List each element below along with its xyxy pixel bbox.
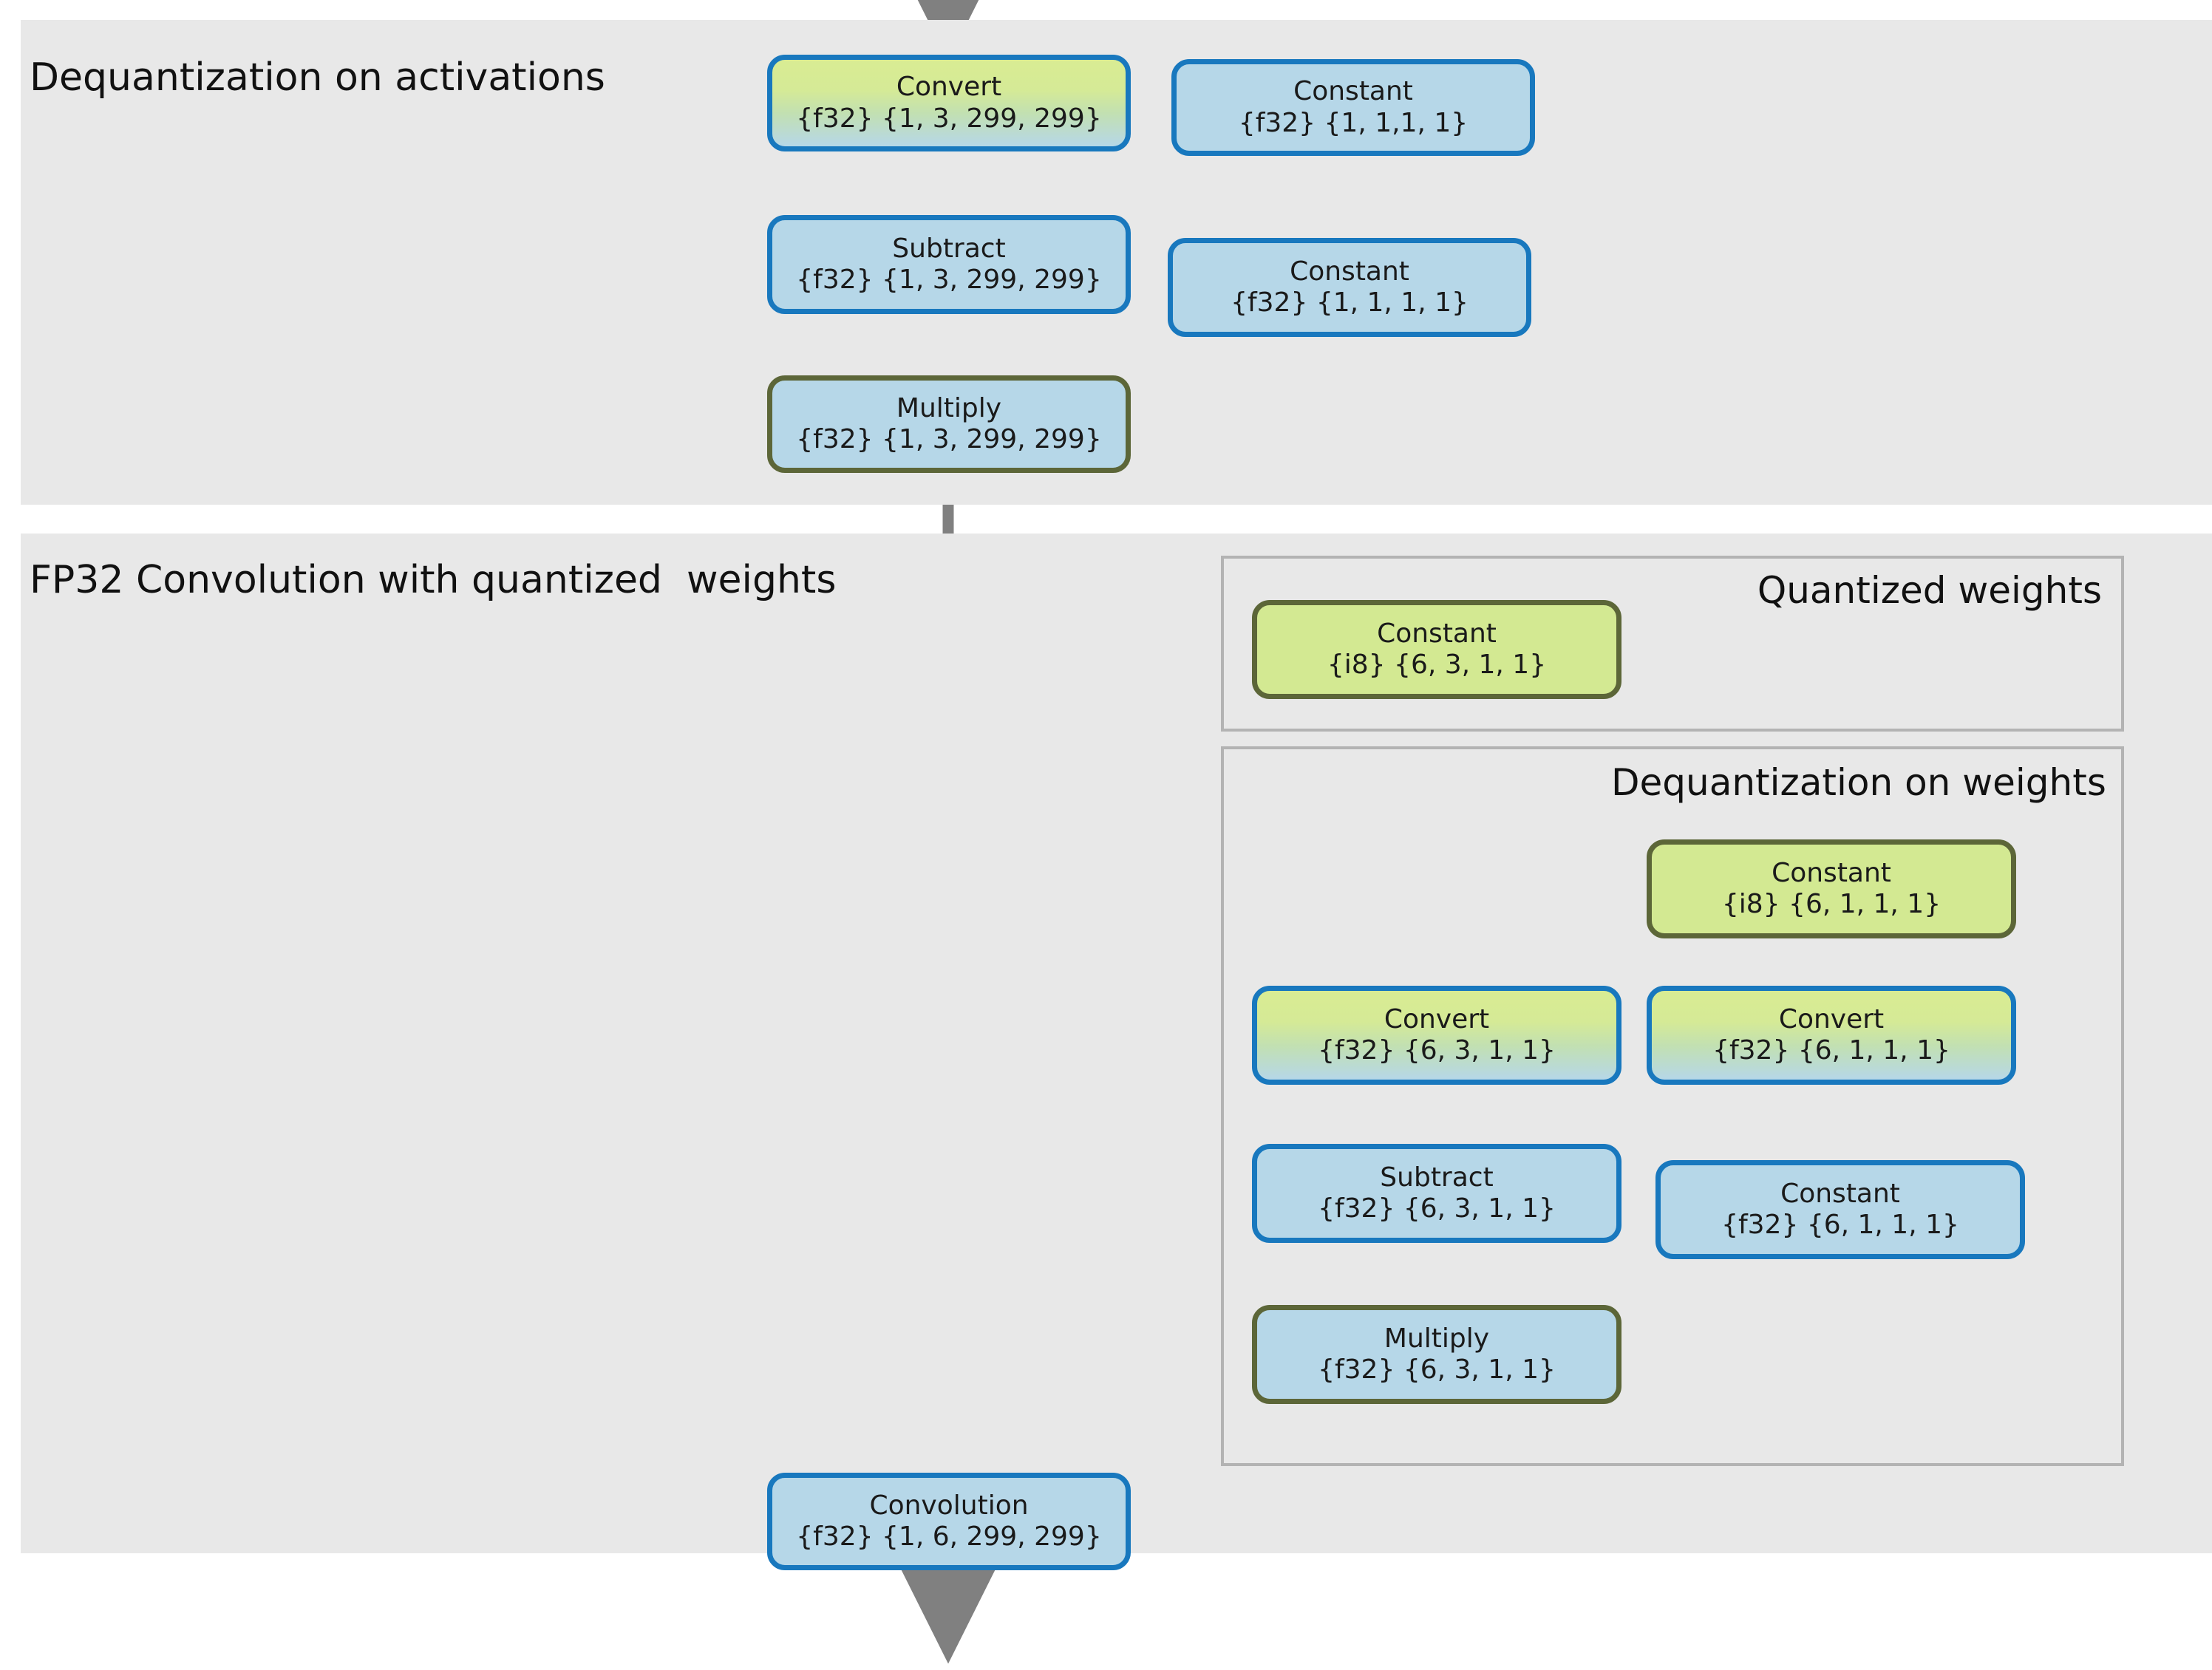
node-label: Subtract [892,233,1006,264]
node-label: Constant [1780,1178,1900,1209]
node-shape: {f32} {6, 3, 1, 1} [1318,1354,1556,1385]
node-subtract-activations[interactable]: Subtract {f32} {1, 3, 299, 299} [767,215,1131,314]
node-shape: {f32} {1, 3, 299, 299} [796,265,1102,295]
node-label: Constant [1377,618,1497,649]
node-label: Multiply [896,392,1002,423]
node-shape: {f32} {6, 1, 1, 1} [1721,1210,1959,1240]
node-label: Constant [1290,256,1409,287]
node-shape: {i8} {6, 3, 1, 1} [1327,650,1547,680]
node-convert-weights-left[interactable]: Convert {f32} {6, 3, 1, 1} [1252,986,1621,1085]
node-convert-activations[interactable]: Convert {f32} {1, 3, 299, 299} [767,55,1131,151]
node-convolution[interactable]: Convolution {f32} {1, 6, 299, 299} [767,1473,1131,1570]
node-label: Convert [1778,1003,1885,1035]
node-constant-activations-1[interactable]: Constant {f32} {1, 1,1, 1} [1171,59,1535,156]
node-shape: {f32} {1, 1,1, 1} [1238,107,1469,138]
node-shape: {f32} {1, 6, 299, 299} [796,1521,1102,1552]
subpanel-title-quantized-weights: Quantized weights [1757,569,2102,612]
node-label: Convert [1384,1003,1490,1035]
node-constant-i8-weights[interactable]: Constant {i8} {6, 1, 1, 1} [1647,839,2016,938]
node-label: Convert [896,72,1002,103]
node-shape: {f32} {1, 1, 1, 1} [1231,287,1469,318]
node-shape: {i8} {6, 1, 1, 1} [1721,889,1942,919]
node-convert-weights-right[interactable]: Convert {f32} {6, 1, 1, 1} [1647,986,2016,1085]
node-shape: {f32} {1, 3, 299, 299} [796,424,1102,454]
group-title-convolution: FP32 Convolution with quantized weights [30,558,837,602]
group-title-activations: Dequantization on activations [30,55,605,100]
node-shape: {f32} {6, 3, 1, 1} [1318,1193,1556,1224]
node-label: Subtract [1380,1162,1494,1193]
node-label: Constant [1293,76,1413,107]
node-label: Multiply [1384,1323,1490,1354]
node-constant-f32-weights[interactable]: Constant {f32} {6, 1, 1, 1} [1655,1160,2025,1259]
node-shape: {f32} {1, 3, 299, 299} [796,103,1102,134]
node-label: Constant [1772,857,1891,888]
node-shape: {f32} {6, 1, 1, 1} [1712,1035,1950,1066]
node-subtract-weights[interactable]: Subtract {f32} {6, 3, 1, 1} [1252,1144,1621,1243]
node-multiply-activations[interactable]: Multiply {f32} {1, 3, 299, 299} [767,375,1131,473]
node-multiply-weights[interactable]: Multiply {f32} {6, 3, 1, 1} [1252,1305,1621,1404]
node-label: Convolution [869,1490,1029,1521]
node-constant-activations-2[interactable]: Constant {f32} {1, 1, 1, 1} [1168,238,1531,337]
node-constant-quantized-weights[interactable]: Constant {i8} {6, 3, 1, 1} [1252,600,1621,699]
node-shape: {f32} {6, 3, 1, 1} [1318,1035,1556,1066]
subpanel-title-dequantization-weights: Dequantization on weights [1611,761,2106,804]
